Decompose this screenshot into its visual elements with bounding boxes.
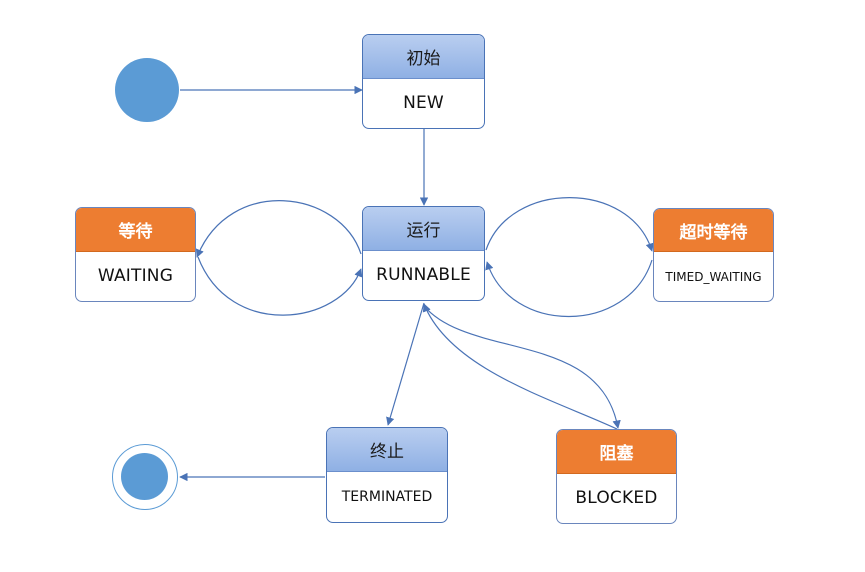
state-runnable: 运行 RUNNABLE: [362, 206, 485, 301]
start-node: [115, 58, 179, 122]
state-terminated-cn-label: 终止: [327, 428, 447, 473]
state-terminated-en-label: TERMINATED: [341, 489, 433, 506]
state-blocked-cn-label: 阻塞: [557, 430, 676, 474]
state-terminated: 终止 TERMINATED: [326, 427, 448, 523]
edge-runnable-to-terminated: [386, 302, 425, 426]
end-node: [112, 444, 178, 510]
state-waiting-en-label: WAITING: [97, 266, 174, 287]
state-blocked: 阻塞 BLOCKED: [556, 429, 677, 524]
state-new: 初始 NEW: [362, 34, 485, 129]
edge-runnable-to-waiting: [195, 200, 362, 258]
edge-blocked-to-runnable: [422, 303, 618, 430]
state-timed-waiting: 超时等待 TIMED_WAITING: [653, 208, 774, 302]
edge-waiting-to-runnable: [197, 256, 363, 316]
state-waiting-cn-label: 等待: [76, 208, 195, 252]
state-runnable-en-label: RUNNABLE: [376, 265, 471, 286]
edge-runnable-to-blocked: [423, 305, 621, 429]
state-new-cn-label: 初始: [363, 35, 484, 79]
state-blocked-en-label: BLOCKED: [575, 488, 658, 509]
edge-runnable-to-timed: [485, 197, 654, 252]
state-timed-waiting-en-label: TIMED_WAITING: [665, 269, 762, 284]
end-node-core: [121, 453, 168, 500]
edge-timed-to-runnable: [485, 259, 653, 317]
state-waiting: 等待 WAITING: [75, 207, 196, 302]
state-timed-waiting-cn-label: 超时等待: [654, 209, 773, 253]
state-new-en-label: NEW: [403, 93, 444, 114]
state-runnable-cn-label: 运行: [363, 207, 484, 251]
